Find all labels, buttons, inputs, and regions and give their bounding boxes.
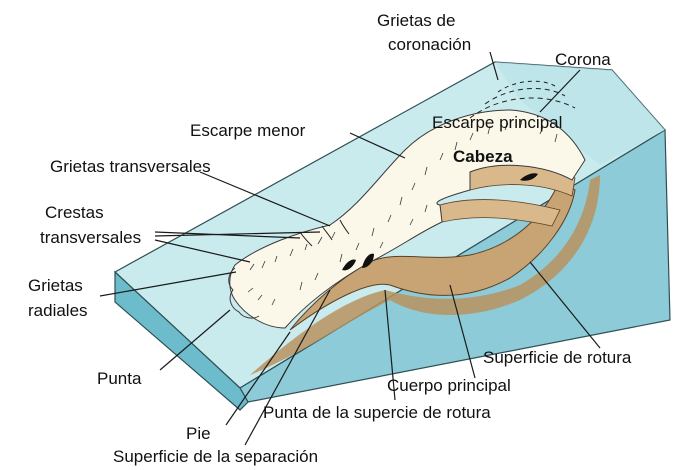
label-crestas-line1: Crestas <box>45 203 104 222</box>
label-punta: Punta <box>97 369 142 388</box>
label-grietas-coronacion-line1: Grietas de <box>377 11 455 30</box>
label-crestas-line2: transversales <box>40 228 141 247</box>
label-corona: Corona <box>555 50 611 69</box>
label-cuerpo-principal: Cuerpo principal <box>387 376 511 395</box>
label-superficie-separacion: Superficie de la separación <box>113 447 318 466</box>
label-grietas-coronacion-line2: coronación <box>388 35 471 54</box>
label-grietas-radiales-line1: Grietas <box>28 276 83 295</box>
label-grietas-radiales-line2: radiales <box>28 301 88 320</box>
label-grietas-transversales: Grietas transversales <box>50 157 211 176</box>
label-cabeza: Cabeza <box>453 147 513 166</box>
label-pie: Pie <box>186 424 211 443</box>
label-escarpe-principal: Escarpe principal <box>432 113 562 132</box>
label-superficie-rotura: Superficie de rotura <box>483 348 632 367</box>
label-escarpe-menor: Escarpe menor <box>190 121 306 140</box>
label-punta-supercie-rotura: Punta de la supercie de rotura <box>263 403 491 422</box>
